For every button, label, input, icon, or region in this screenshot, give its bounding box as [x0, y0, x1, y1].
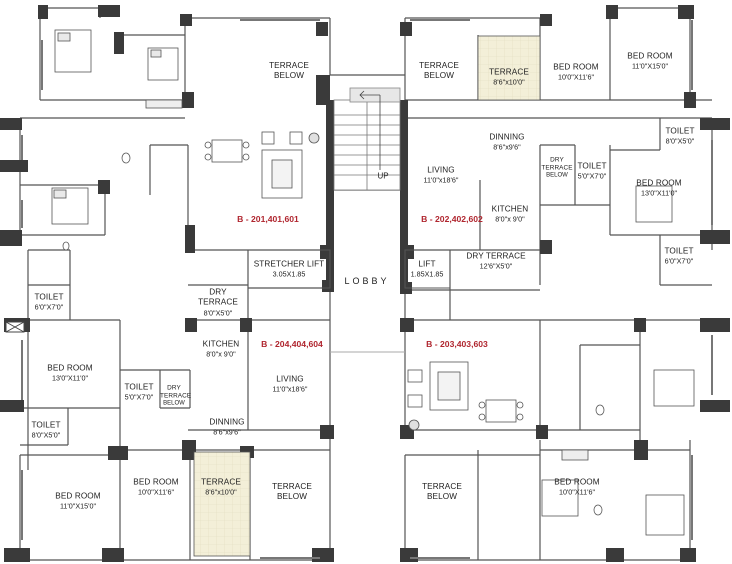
shaft: [5, 321, 25, 333]
staircase: [333, 87, 401, 191]
tiled-terraces: [193, 35, 541, 557]
unit-label-bottom-right: B - 203,403,603: [426, 339, 488, 349]
unit-label-bottom-left: B - 204,404,604: [261, 339, 323, 349]
windows: [21, 19, 713, 559]
lift-boxes: [247, 249, 451, 289]
unit-label-top-right: B - 202,402,602: [421, 214, 483, 224]
stair-up-label: UP: [377, 171, 389, 181]
unit-label-top-left: B - 201,401,601: [237, 214, 299, 224]
lobby-label: LOBBY: [344, 276, 390, 286]
furniture: [51, 29, 695, 536]
